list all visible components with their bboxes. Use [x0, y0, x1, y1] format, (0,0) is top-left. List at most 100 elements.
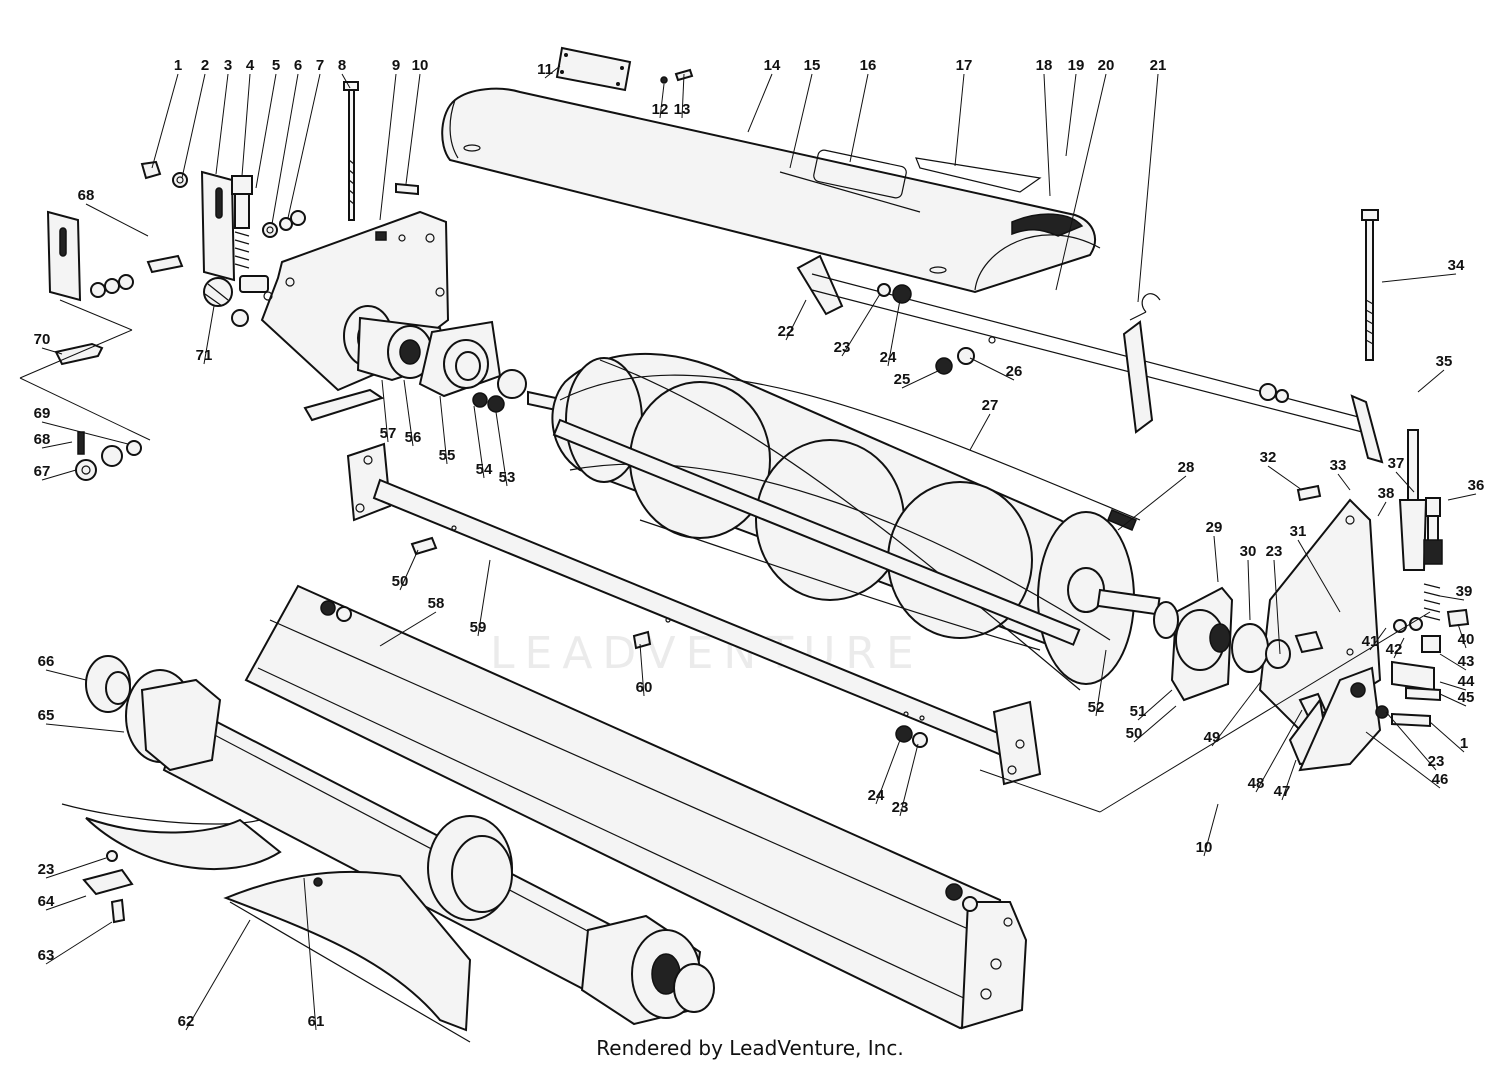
leader-line-c42 — [1393, 637, 1405, 659]
leader-line-c14 — [747, 73, 773, 133]
leader-line-c63 — [45, 921, 113, 965]
callout-c1b: 1 — [1460, 735, 1468, 752]
callout-c23c: 23 — [1266, 543, 1283, 560]
callout-c63: 63 — [38, 947, 55, 964]
callout-c3: 3 — [224, 57, 232, 74]
callout-c27: 27 — [982, 397, 999, 414]
callout-c49: 49 — [1204, 729, 1221, 746]
leader-line-c50b — [399, 549, 419, 591]
callout-c64: 64 — [38, 893, 55, 910]
callout-c55: 55 — [439, 447, 456, 464]
callout-c60: 60 — [636, 679, 653, 696]
leader-line-c39 — [1439, 595, 1465, 601]
callout-c45: 45 — [1458, 689, 1475, 706]
callout-c4: 4 — [246, 57, 255, 74]
callout-c67: 67 — [34, 463, 51, 480]
callout-c59: 59 — [470, 619, 487, 636]
leader-line-c10b — [1203, 803, 1219, 857]
callout-c2: 2 — [201, 57, 209, 74]
callout-c32: 32 — [1260, 449, 1277, 466]
leader-line-c20 — [1055, 73, 1107, 291]
callout-c71: 71 — [196, 347, 213, 364]
leader-line-c25 — [901, 369, 941, 389]
callout-c23b: 23 — [1428, 753, 1445, 770]
leader-line-c68b — [41, 441, 73, 449]
leader-line-c68a — [85, 203, 149, 237]
leader-line-c7 — [287, 73, 321, 219]
long-bolt-left — [343, 81, 359, 221]
callout-c62: 62 — [178, 1013, 195, 1030]
reel-shield-cover — [441, 87, 1101, 294]
callout-c23e: 23 — [38, 861, 55, 878]
front-support-rod — [346, 442, 1042, 786]
callout-c24a: 24 — [880, 349, 897, 366]
leader-line-c9 — [379, 73, 397, 221]
leader-line-c33 — [1337, 473, 1351, 491]
leader-line-c23d — [899, 743, 919, 817]
leader-line-c71 — [203, 305, 215, 365]
callout-c54: 54 — [476, 461, 493, 478]
callout-c30: 30 — [1240, 543, 1257, 560]
rear-rod-assembly — [796, 209, 1384, 464]
leader-line-c55 — [439, 395, 448, 465]
watermark-text: LEADVENTURE — [490, 628, 924, 679]
leader-line-c21 — [1137, 73, 1159, 303]
callout-c47: 47 — [1274, 783, 1291, 800]
callout-c53: 53 — [499, 469, 516, 486]
callout-c1a: 1 — [174, 57, 182, 74]
leader-line-c1a — [151, 73, 179, 169]
callout-c51: 51 — [1130, 703, 1147, 720]
leader-line-c31 — [1297, 539, 1341, 613]
leader-line-c65 — [45, 723, 125, 733]
leader-line-c17 — [954, 73, 965, 167]
leader-line-c67 — [41, 469, 77, 481]
name-plate — [555, 46, 632, 92]
callout-c43: 43 — [1458, 653, 1475, 670]
callout-c36: 36 — [1468, 477, 1485, 494]
leader-line-c60 — [639, 643, 645, 697]
callout-c12: 12 — [652, 101, 669, 118]
callout-c42: 42 — [1386, 641, 1403, 658]
leader-line-c24a — [887, 299, 901, 367]
callout-c8: 8 — [338, 57, 346, 74]
leader-line-c23a — [841, 293, 881, 357]
callout-c35: 35 — [1436, 353, 1453, 370]
callout-c39: 39 — [1456, 583, 1473, 600]
leader-line-c66 — [45, 669, 87, 681]
callout-c50a: 50 — [1126, 725, 1143, 742]
leader-line-c34 — [1381, 273, 1457, 283]
callout-c41: 41 — [1362, 633, 1379, 650]
leader-line-c5 — [255, 73, 277, 189]
leader-line-c19 — [1065, 73, 1077, 157]
leader-line-c36 — [1447, 493, 1477, 501]
left-bracket-plates — [46, 170, 236, 302]
leader-line-c13 — [681, 73, 685, 119]
leader-line-c23b — [1385, 711, 1437, 771]
callout-c40: 40 — [1458, 631, 1475, 648]
leader-line-c23e — [45, 857, 107, 879]
leader-line-c51 — [1137, 689, 1173, 721]
leader-line-c46 — [1365, 731, 1441, 789]
leader-line-c3 — [215, 73, 229, 175]
leader-line-c1b — [1429, 721, 1465, 753]
callout-c21: 21 — [1150, 57, 1167, 74]
callout-c24b: 24 — [868, 787, 885, 804]
callout-c26: 26 — [1006, 363, 1023, 380]
left-bearing-stack — [343, 305, 557, 413]
right-adjuster-assembly — [1350, 429, 1470, 728]
leader-line-c62 — [185, 919, 251, 1031]
callout-c7: 7 — [316, 57, 324, 74]
leader-line-c29 — [1213, 535, 1219, 583]
callout-c50b: 50 — [392, 573, 409, 590]
callout-c56: 56 — [405, 429, 422, 446]
callout-c17: 17 — [956, 57, 973, 74]
callout-c66: 66 — [38, 653, 55, 670]
leader-line-c8 — [341, 73, 351, 89]
callout-c44: 44 — [1458, 673, 1475, 690]
leader-line-c54 — [473, 405, 485, 479]
leader-line-c16 — [849, 73, 869, 163]
leader-line-c18 — [1043, 73, 1051, 197]
callout-c61: 61 — [308, 1013, 325, 1030]
callout-c15: 15 — [804, 57, 821, 74]
